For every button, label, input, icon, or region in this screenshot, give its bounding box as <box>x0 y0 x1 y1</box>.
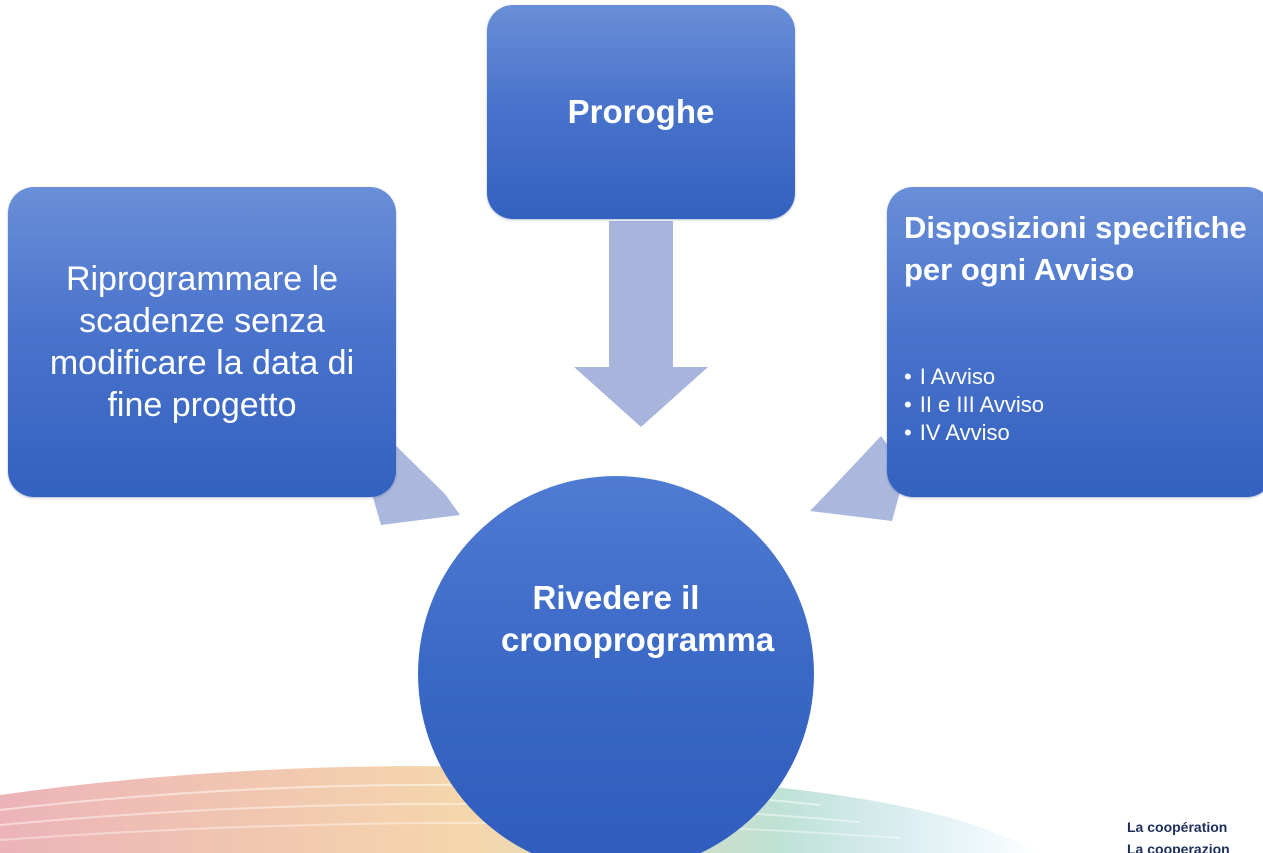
avvisi-list: I Avviso II e III Avviso IV Avviso <box>904 363 1044 447</box>
node-proroghe: Proroghe <box>487 5 795 219</box>
node-disposizioni-title: Disposizioni specifiche per ogni Avviso <box>904 210 1247 287</box>
node-center-circle: Rivedere il cronoprogramma <box>418 476 814 853</box>
avviso-item: I Avviso <box>904 363 1044 391</box>
node-riprogrammare: Riprogrammare le scadenze senza modifica… <box>8 187 396 497</box>
footer-line-2: La cooperazion <box>1127 841 1230 853</box>
node-disposizioni: Disposizioni specifiche per ogni Avviso … <box>887 187 1263 497</box>
footer-line-1: La coopération <box>1127 819 1228 835</box>
avviso-item: II e III Avviso <box>904 391 1044 419</box>
node-proroghe-label: Proroghe <box>567 93 715 130</box>
footer-text: La coopération La cooperazion <box>1127 816 1230 853</box>
avviso-item: IV Avviso <box>904 419 1044 447</box>
node-riprogrammare-label: Riprogrammare le scadenze senza modifica… <box>49 260 355 424</box>
center-circle-label: Rivedere il cronoprogramma <box>501 579 775 658</box>
